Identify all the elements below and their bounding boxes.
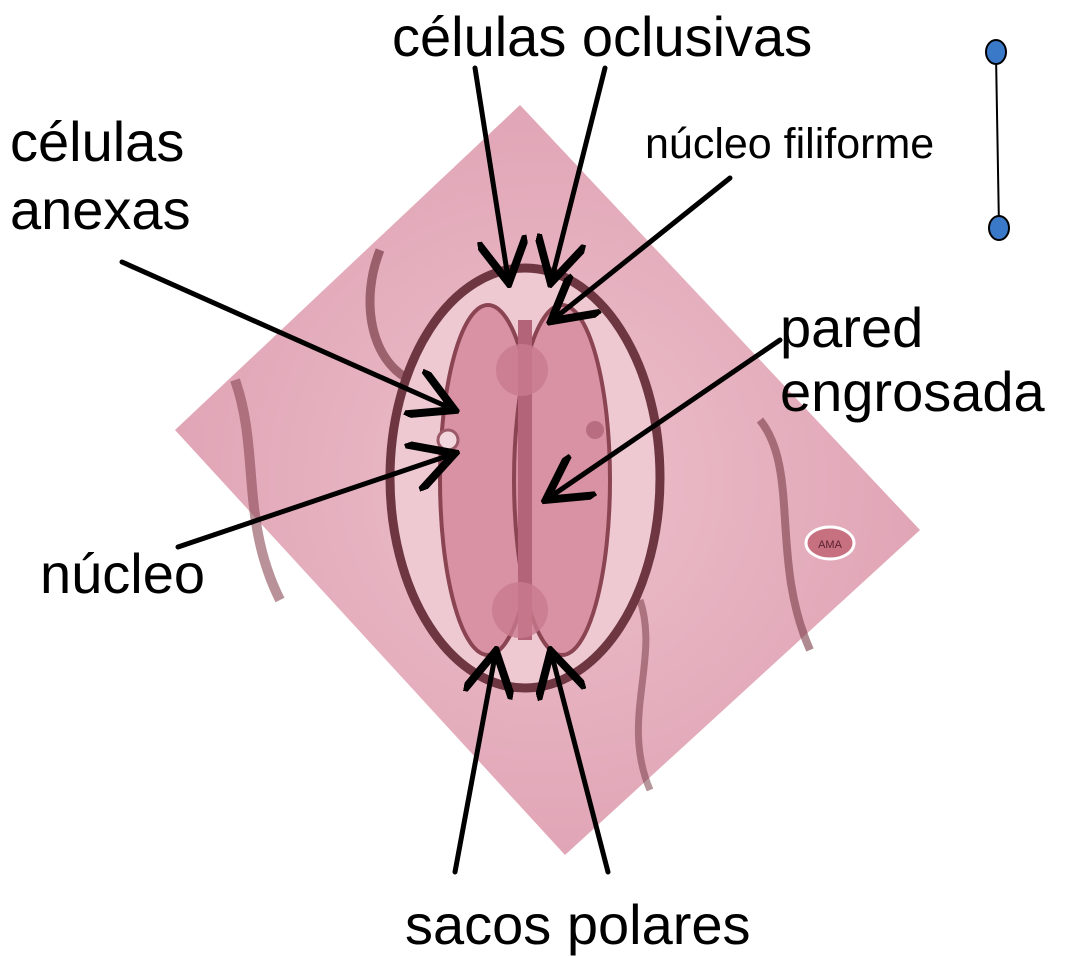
label-subsidiary-cells: células anexas <box>10 108 191 245</box>
label-nucleus: núcleo <box>40 545 205 604</box>
scale-bar <box>986 40 1009 240</box>
label-polar-sacs: sacos polares <box>405 896 751 955</box>
scale-dot-bottom <box>989 216 1009 240</box>
label-thickened-wall: pared engrosada <box>780 296 1045 425</box>
micrograph: AMA <box>175 105 920 855</box>
nucleus <box>438 430 458 450</box>
watermark-text: AMA <box>818 539 843 551</box>
label-guard-cells: células oclusivas <box>392 8 812 67</box>
label-filiform-nucleus: núcleo filiforme <box>645 122 934 167</box>
scale-dot-top <box>986 40 1006 64</box>
